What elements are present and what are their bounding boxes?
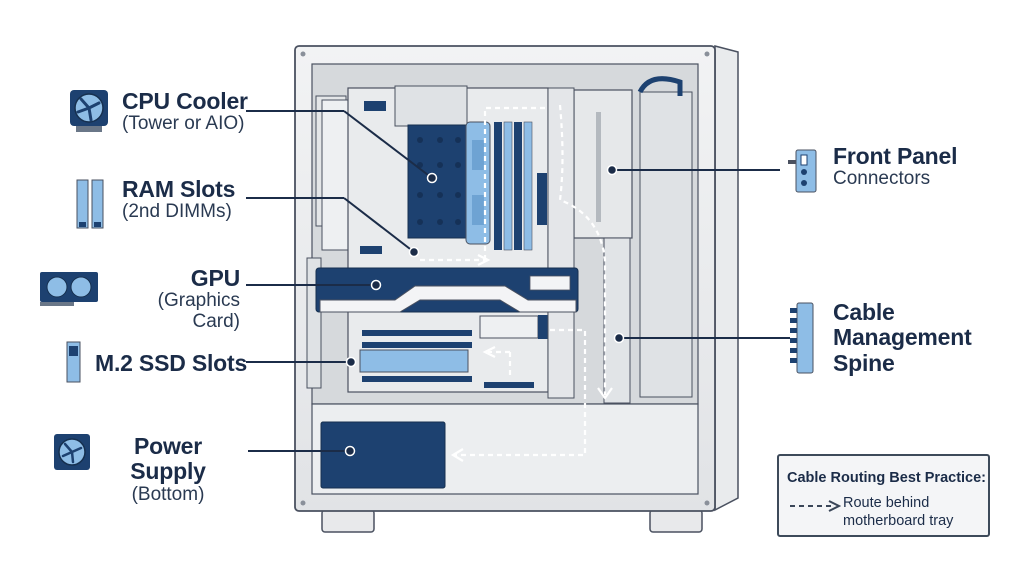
power-supply-subtitle: (Bottom) [131,483,205,505]
label-ram-slots: RAM Slots (2nd DIMMs) [122,176,236,223]
legend-text-line2: motherboard tray [843,513,954,530]
fan-icon [70,90,108,132]
m2-slot-area [359,330,534,388]
gpu-subtitle: (Graphics Card) [157,290,240,333]
ram-slots-subtitle: (2nd DIMMs) [122,201,232,223]
label-cpu-cooler: CPU Cooler (Tower or AIO) [122,88,248,135]
gpu-title: GPU [190,265,240,291]
front-panel-subtitle: Connectors [833,168,931,190]
rear-fan [315,95,351,251]
cable-spine-icon [790,302,814,374]
front-area [547,76,693,404]
callout-lines [246,110,790,457]
label-cable-spine: Cable Management Spine [833,299,972,376]
ram-slots-title: RAM Slots [122,176,236,202]
cable-spine-line3: Spine [833,349,895,376]
legend-text-line1: Route behind [843,495,930,511]
cable-routes [420,104,613,462]
label-front-panel: Front Panel Connectors [833,143,958,190]
legend-box: Cable Routing Best Practice: Route behin… [777,454,990,537]
legend-text: Route behind motherboard tray [843,494,983,530]
gpu-card [306,257,579,389]
cpu-cooler [407,121,491,245]
cable-spine-line1: Cable [833,299,895,325]
label-gpu: GPU (Graphics Card) [108,265,241,333]
ram-modules [494,121,533,251]
cable-spine-line2: Management [833,324,972,351]
ssd-icon [66,341,81,383]
label-m2-ssd: M.2 SSD Slots [95,350,248,376]
legend-title: Cable Routing Best Practice: [787,470,987,486]
psu-fan-icon [54,434,90,470]
port-panel-icon [788,149,817,193]
dashed-arrow-icon [790,500,841,512]
cpu-cooler-subtitle: (Tower or AIO) [122,113,245,135]
cpu-cooler-title: CPU Cooler [122,88,248,114]
power-supply-title: Power Supply [130,433,206,485]
psu [320,421,446,489]
m2-ssd-title: M.2 SSD Slots [95,350,248,376]
graphics-card-icon [40,272,98,306]
front-panel-title: Front Panel [833,143,958,169]
ram-stick-icon [76,179,104,229]
label-power-supply: Power Supply (Bottom) [97,433,239,505]
case-feet [321,509,703,533]
